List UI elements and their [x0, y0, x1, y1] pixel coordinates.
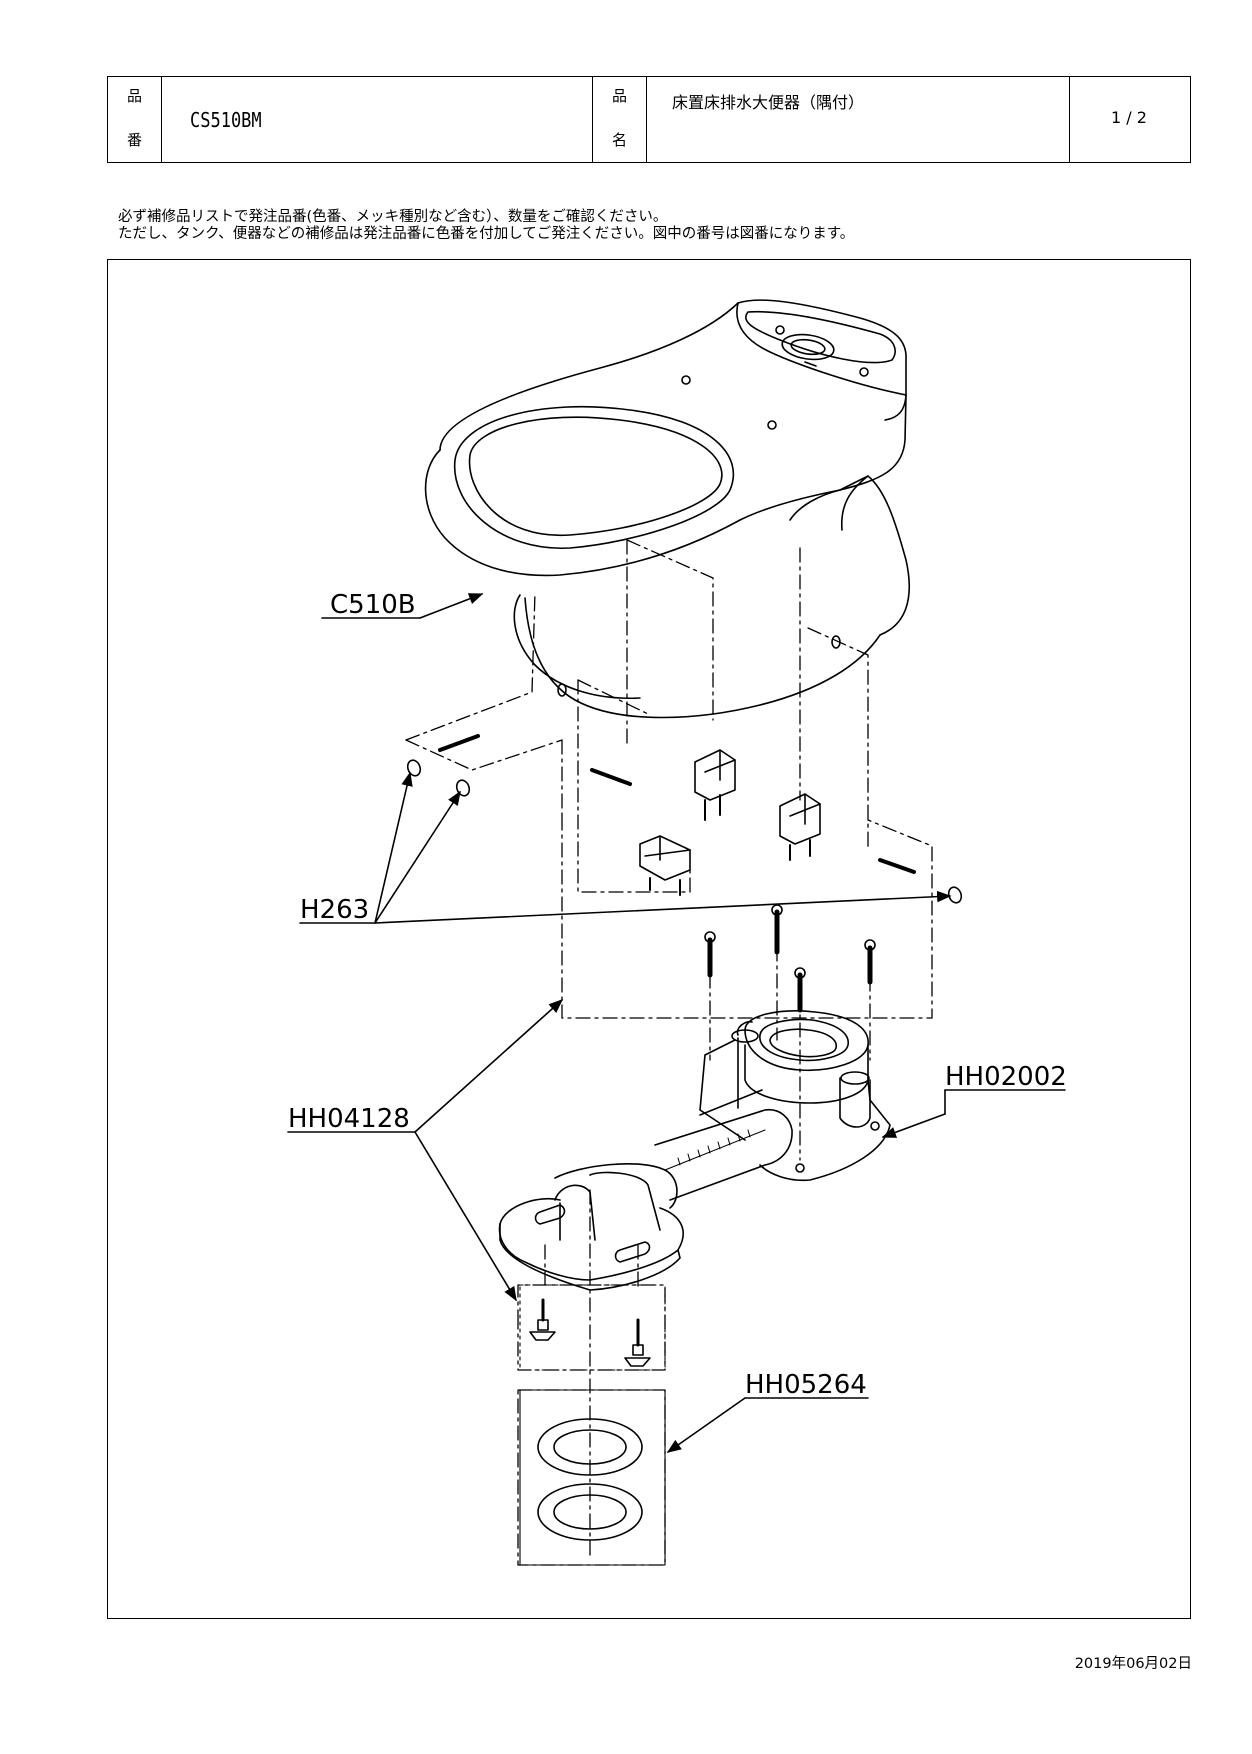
leader-h263-1 — [374, 771, 413, 924]
product-number-label-1: 品 — [127, 87, 143, 105]
header-divider — [1069, 77, 1070, 162]
part-label-hh05264: HH05264 — [745, 1370, 867, 1400]
leader-hh02002 — [881, 1113, 946, 1138]
part-label-hh04128: HH04128 — [288, 1104, 410, 1134]
product-number-label-2: 番 — [127, 131, 143, 149]
leader-hh04128-1 — [414, 999, 564, 1133]
anchor-bolts — [519, 1284, 666, 1371]
leader-hh04128-2 — [414, 1131, 517, 1302]
drawing-frame — [107, 259, 1191, 1619]
floor-flange — [498, 1010, 891, 1291]
product-name-label-1: 品 — [612, 87, 628, 105]
leader-hh05264 — [666, 1397, 746, 1453]
toilet-bowl — [424, 299, 910, 719]
product-name-label-2: 名 — [612, 131, 628, 149]
page-indicator: 1 / 2 — [1111, 108, 1147, 127]
brackets — [639, 749, 821, 896]
note-line-2: ただし、タンク、便器などの補修品は発注品番に色番を付加してご発注ください。図中の… — [118, 226, 855, 242]
leader-h263-2 — [374, 790, 461, 924]
leader-h263-3 — [374, 890, 952, 924]
gaskets — [519, 1389, 666, 1566]
part-label-h263: H263 — [300, 895, 369, 925]
bolts — [406, 635, 963, 1013]
part-label-c510b: C510B — [330, 590, 416, 620]
issue-date: 2019年06月02日 — [1074, 1656, 1192, 1672]
notes: 必ず補修品リストで発注品番(色番、メッキ種別など含む）、数量をご確認ください。 … — [118, 209, 854, 243]
note-line-1: 必ず補修品リストで発注品番(色番、メッキ種別など含む）、数量をご確認ください。 — [118, 209, 668, 225]
product-name: 床置床排水大便器（隅付） — [672, 93, 865, 112]
product-number: CS510BM — [190, 108, 262, 132]
header-divider — [592, 77, 593, 162]
leader-c510b — [419, 593, 484, 619]
part-label-hh02002: HH02002 — [945, 1062, 1067, 1092]
assembly-lines — [405, 539, 933, 1566]
header-divider — [646, 77, 647, 162]
header-divider — [161, 77, 162, 162]
header-table: 品 番 CS510BM 品 名 床置床排水大便器（隅付） 1 / 2 — [107, 76, 1191, 163]
